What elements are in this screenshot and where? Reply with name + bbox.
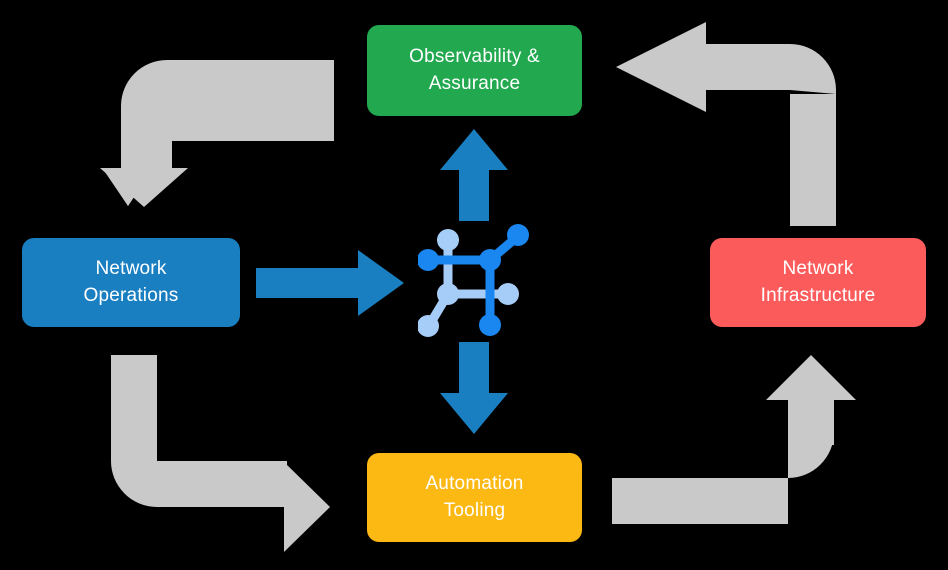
node-observability-assurance[interactable]: Observability & Assurance xyxy=(367,25,582,116)
network-topology-icon xyxy=(418,224,529,337)
arrow-infrastructure-to-observability xyxy=(616,22,836,226)
arrow-automation-to-infrastructure xyxy=(612,355,856,524)
node-network-infrastructure-label: Network Infrastructure xyxy=(760,258,876,306)
node-automation-tooling-label: Automation Tooling xyxy=(425,473,524,521)
topology-nodes-secondary xyxy=(418,229,519,337)
arrow-center-to-automation xyxy=(440,342,508,434)
arrow-obs-ops-body xyxy=(136,60,334,176)
arrow-center-to-observability xyxy=(440,129,508,221)
node-network-operations[interactable]: Network Operations xyxy=(22,238,240,327)
node-automation-tooling[interactable]: Automation Tooling xyxy=(367,453,582,542)
arrow-operations-to-center xyxy=(256,250,404,316)
node-observability-assurance-label: Observability & Assurance xyxy=(409,46,540,94)
node-network-operations-label: Network Operations xyxy=(83,258,179,306)
arrow-obs-to-ops-group xyxy=(100,60,334,207)
node-network-infrastructure[interactable]: Network Infrastructure xyxy=(710,238,926,327)
topology-nodes-primary xyxy=(418,224,529,336)
arrow-operations-to-automation xyxy=(111,355,330,552)
